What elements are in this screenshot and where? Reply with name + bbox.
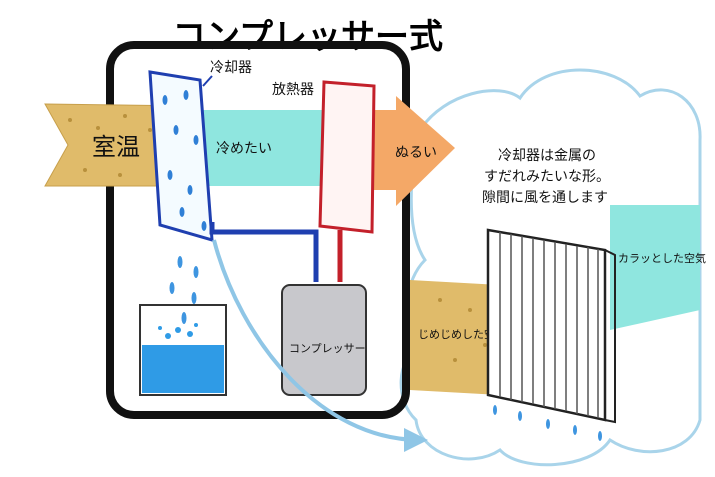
note-line-1: 冷却器は金属の (498, 148, 596, 164)
lukewarm-label: ぬるい (395, 145, 437, 161)
cooler-pointer (202, 75, 213, 87)
radiator-label: 放熱器 (272, 82, 314, 98)
note-line-2: すだれみたいな形。 (484, 169, 610, 185)
cooler-label: 冷却器 (210, 60, 252, 76)
cold-label: 冷めたい (216, 141, 272, 157)
splash (158, 323, 198, 339)
compressor-label: コンプレッサー (289, 342, 366, 355)
dry-air-label: カラッとした空気 (618, 251, 706, 265)
cold-airflow (200, 110, 330, 186)
room-temp-label: 室温 (92, 133, 140, 161)
cooler-panel (148, 70, 214, 243)
falling-drops (169, 256, 199, 324)
water-fill (142, 345, 224, 393)
lukewarm-airflow (368, 96, 455, 206)
box-outline (106, 41, 410, 419)
flow-arrowhead (404, 428, 428, 452)
radiator-panel (318, 80, 376, 234)
cooler-grille (486, 228, 616, 424)
flow-arrow (212, 239, 421, 442)
cooler-drops (162, 90, 207, 231)
water-container (139, 304, 227, 396)
humid-air-label: じめじめした空気 (418, 327, 506, 341)
blue-pipe (209, 222, 319, 282)
dry-air (610, 205, 700, 330)
grille-drops (493, 405, 602, 441)
note-line-3: 隙間に風を通します (482, 190, 608, 206)
compressor-body (281, 284, 367, 396)
